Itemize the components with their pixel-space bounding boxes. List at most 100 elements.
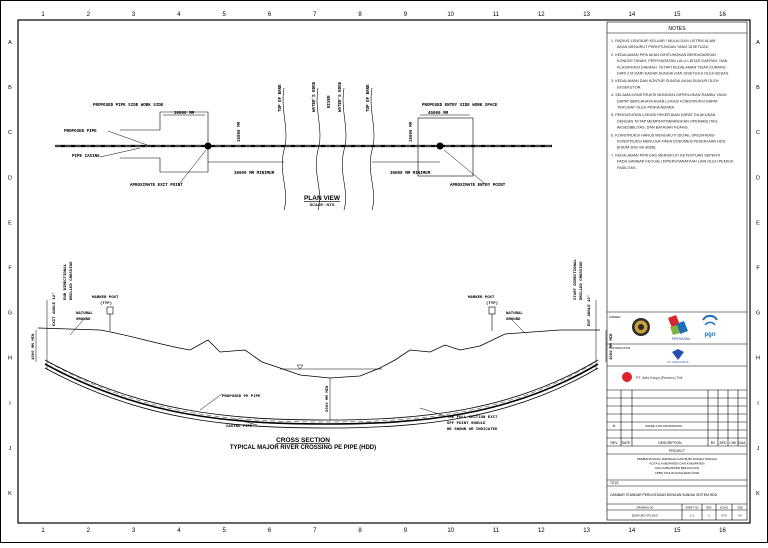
note-line: [ESDM-JRG-SK-8008]. — [617, 146, 656, 150]
row-label: A — [8, 40, 12, 46]
drawing-no: ESDM-JRG-STD-E017 — [632, 514, 659, 518]
column-label: 14 — [629, 12, 636, 18]
label-waters-edge-right: WATER'S EDGE — [338, 81, 343, 112]
leader-casing-pipe — [234, 418, 258, 426]
pipe-centerline — [47, 361, 597, 423]
column-label: 5 — [223, 528, 227, 534]
row-label: H — [756, 356, 760, 362]
column-label: 13 — [583, 528, 590, 534]
scale-value: NTS — [721, 514, 726, 518]
label-exit-angle: EXIT ANGLE 12° — [52, 292, 57, 326]
column-label: 7 — [313, 12, 317, 18]
size-label: SIZE — [737, 506, 743, 510]
project-line: DAN KABUPATEN BEKASI DAN — [655, 466, 699, 470]
label-marker-post-left: MARKER POST — [92, 296, 119, 300]
label-casing-pipe: CASING PIPE — [226, 425, 253, 429]
note-line: 1. RADIUS LENGKAP KELUAR / MULAI DAN LIS… — [611, 39, 715, 43]
column-label: 10 — [447, 528, 454, 534]
label-exit-workspace: PROPOSED PIPE SIDE WORK SIDE — [93, 104, 164, 108]
column-label: 11 — [493, 12, 500, 18]
ministry-seal-icon — [632, 318, 650, 336]
column-label: 15 — [674, 12, 681, 18]
label-entry-angle: ENT ANGLE 12° — [587, 295, 592, 326]
note-line: DENGAN TETAP MEMPERTIMBANGKAN OPERABILIT… — [617, 119, 718, 123]
column-label: 16 — [719, 528, 726, 534]
water-level-marker — [296, 364, 304, 370]
note-line: 7. KEDALAMAN PIPA GAS MENGIKUTI KETENTUA… — [611, 153, 720, 157]
cross-section — [35, 300, 607, 429]
row-label: F — [8, 266, 12, 272]
leader-exit-note — [419, 407, 446, 417]
leader-exit-point — [179, 149, 207, 184]
note-line: DAPAT BERCAHAYA AGAR LOKASI KONSTRUKSI D… — [617, 99, 719, 103]
label-depth-left: 1000 MM MIN — [32, 333, 36, 360]
row-label: K — [756, 491, 760, 497]
note-line: DARI 2 M DARI DASAR SUNGAI DAN DISETUJUI… — [617, 72, 729, 76]
column-label: 15 — [674, 528, 681, 534]
drawing-no-label: DRAWING NO — [636, 506, 653, 510]
column-label: 1 — [41, 528, 45, 534]
project-label: PROJECT — [669, 449, 685, 453]
casing-pipe-outer — [44, 359, 599, 421]
pgn-logo-icon — [702, 314, 718, 326]
label-natural-ground-left-2: GROUND — [76, 318, 91, 322]
leader-proposed-pipe — [107, 130, 151, 147]
row-label: I — [757, 401, 759, 407]
label-marker-post-right: MARKER POST — [468, 296, 495, 300]
note-line: KONDISI TANAH, PERSYARATAN LALU LINTAS D… — [617, 59, 728, 63]
leader-pipe-casing — [99, 147, 141, 158]
row-label: I — [9, 401, 11, 407]
plan-view-title: PLAN VIEW — [304, 195, 341, 202]
pertamina-logo-icon — [668, 315, 688, 335]
column-label: 5 — [223, 12, 227, 18]
row-label: K — [8, 491, 12, 497]
row-label: C — [8, 130, 12, 136]
label-dim-min-right: 30000 MM MINIMUM — [390, 172, 431, 176]
label-dim-45000-right: 45000 MM — [428, 112, 449, 116]
note-line: 5. PENGATURAN LOKASI PEKERJAAN DAPAT DIL… — [611, 113, 716, 117]
contractor-name: PT. ADHI KARYA — [667, 360, 688, 364]
entry-point-marker — [436, 142, 444, 150]
label-width-left: 15000 MM — [238, 121, 242, 142]
label-entry-point: APROXIMATE ENTRY POINT — [450, 184, 506, 188]
label-pipe-casing: PIPE CASING — [72, 155, 100, 159]
label-note-exit-3: BE SHOWN OR INDICATED — [447, 428, 498, 432]
title-label: TITLE — [610, 481, 619, 485]
plan-view — [55, 87, 552, 211]
note-line: AKAN MENURUT PERHITUNGAN YANG DISETUJUI. — [617, 45, 709, 49]
rev-description: ISSUED FOR INFORMATION — [645, 424, 682, 428]
plan-view-scale: SCALE : NTS — [309, 202, 334, 207]
column-label: 2 — [87, 12, 91, 18]
revision-header: DESCRIPTION — [658, 441, 682, 445]
column-label: 1 — [41, 12, 45, 18]
section-subtitle: TYPICAL MAJOR RIVER CROSSING PE PIPE (HD… — [230, 445, 376, 451]
right-panel — [606, 21, 748, 521]
top-of-bank-left-line — [281, 87, 287, 211]
label-start-directional-1: START DIRECTIONAL — [574, 259, 578, 300]
right-panel-frame — [606, 21, 748, 521]
sheet-no-label: SHEET NO — [685, 506, 698, 510]
pertamina-text: PERTAMINA — [672, 337, 691, 341]
waters-edge-right-line — [341, 87, 347, 211]
row-label: J — [757, 446, 760, 452]
column-label: 2 — [87, 528, 91, 534]
section-title: CROSS SECTION — [276, 437, 330, 444]
row-label: E — [8, 220, 12, 226]
sheet-no: 1 / 1 — [689, 514, 695, 518]
size-value: A3 — [738, 514, 742, 518]
owner-label: OWNER — [609, 315, 621, 319]
label-end-directional-1: END DIRECTIONAL — [64, 263, 68, 300]
drawing-title: GAMBAR STANDAR PERLINTASAN DENGAN SUNGAI… — [610, 493, 718, 497]
project-lines: PEMBANGUNAN JARINGAN GAS BUMI RUMAH TANG… — [637, 457, 717, 475]
proposed-pe-pipe — [44, 363, 599, 425]
adhi-karya-logo-icon — [622, 372, 632, 382]
column-label: 4 — [177, 528, 181, 534]
row-label: C — [756, 130, 760, 136]
column-label: 12 — [538, 528, 545, 534]
rev-zero: A — [613, 423, 616, 428]
